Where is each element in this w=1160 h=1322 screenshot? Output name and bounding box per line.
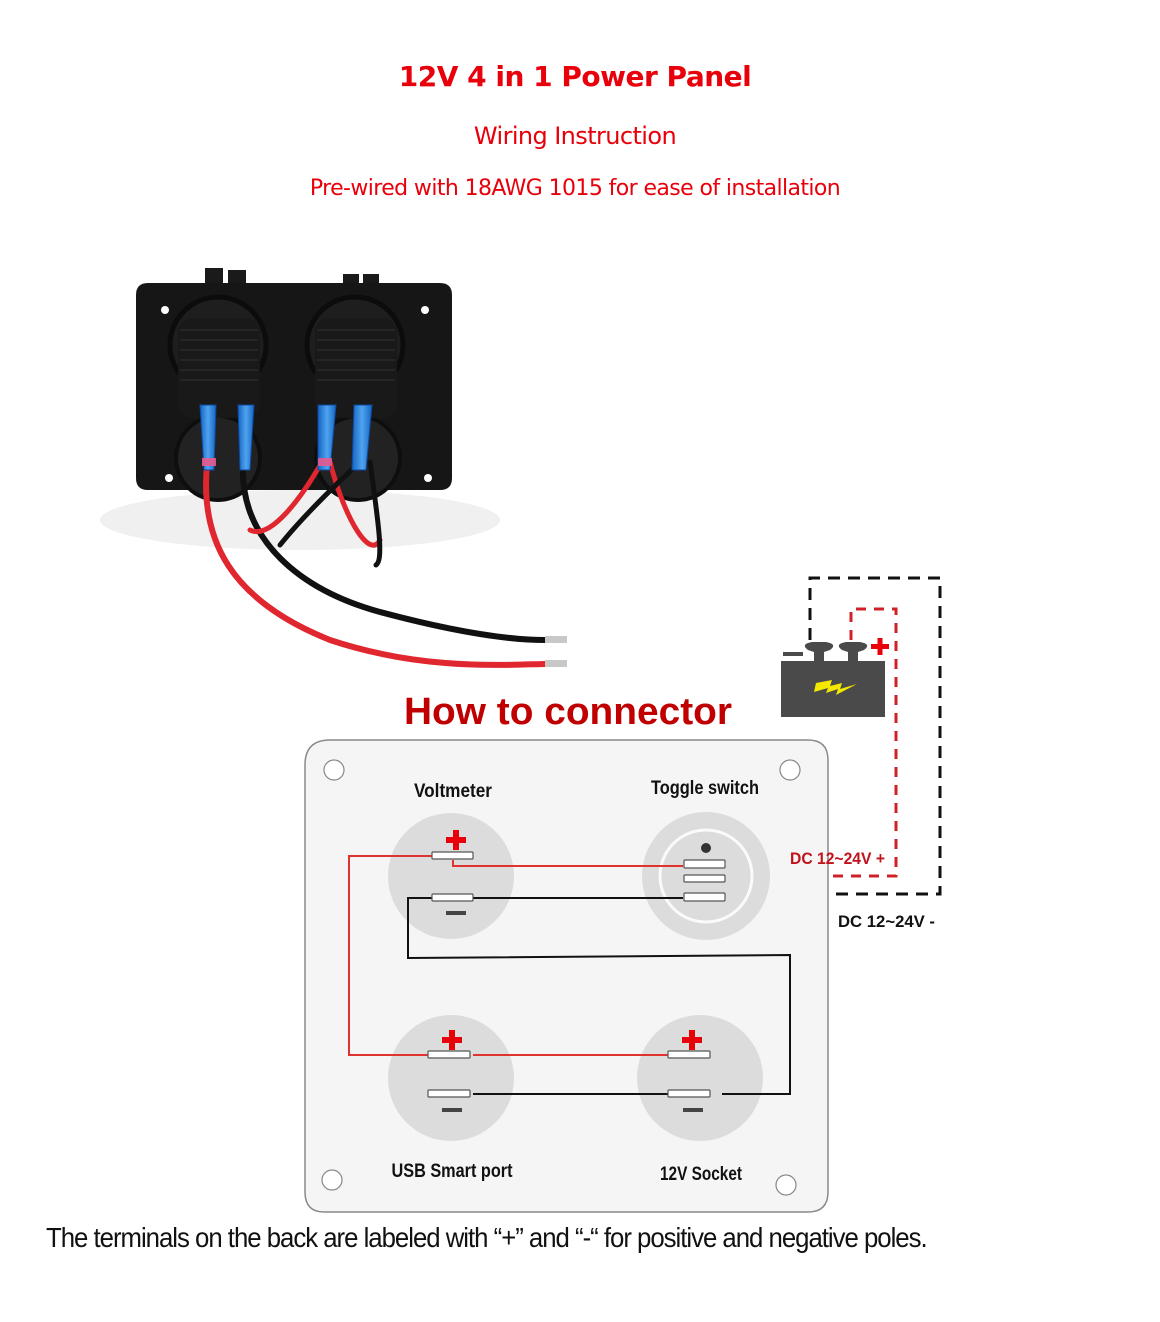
connection-panel: Voltmeter Toggle switch USB Smart port 1…: [304, 739, 829, 1213]
toggle-switch-label: Toggle switch: [651, 778, 759, 799]
12v-socket-socket: [637, 1015, 763, 1141]
positive-wire: [452, 860, 683, 867]
battery-positive-symbol: [871, 638, 889, 655]
supply-negative-label: DC 12~24V -: [838, 912, 935, 931]
diagram-heading: How to connector: [404, 691, 732, 733]
terminal: [683, 892, 726, 902]
lightning-bolt-icon: [814, 680, 857, 695]
supply-positive-label: DC 12~24V +: [790, 849, 885, 868]
battery-icon: [781, 638, 889, 717]
plus-symbol: [446, 830, 466, 850]
terminal: [683, 874, 726, 883]
minus-symbol: [683, 1108, 703, 1112]
supply-positive-wire: [733, 607, 898, 876]
supply-negative-wire: [738, 576, 942, 894]
positive-wire: [348, 855, 432, 1056]
terminal: [431, 851, 474, 860]
minus-symbol: [442, 1108, 462, 1112]
voltmeter-label: Voltmeter: [414, 781, 493, 802]
terminal: [427, 1089, 471, 1098]
mount-hole: [321, 1169, 343, 1191]
12v-socket-label: 12V Socket: [660, 1164, 743, 1185]
terminal: [683, 859, 726, 869]
voltmeter-socket: [388, 813, 514, 939]
product-photo: [100, 268, 567, 668]
usb-smart-port-label: USB Smart port: [392, 1161, 514, 1182]
plus-symbol: [442, 1030, 462, 1050]
mount-hole: [779, 759, 801, 781]
terminal: [667, 1089, 711, 1098]
terminal: [427, 1050, 471, 1059]
negative-wire: [407, 897, 791, 1095]
footer-note: The terminals on the back are labeled wi…: [46, 1222, 928, 1253]
minus-symbol: [446, 911, 466, 915]
mount-hole: [775, 1174, 797, 1196]
battery-negative-symbol: [783, 652, 803, 656]
usb-smart-port-socket: [388, 1015, 514, 1141]
terminal: [667, 1050, 711, 1059]
page-subtitle: Wiring Instruction: [473, 122, 677, 150]
wiring-note: Pre-wired with 18AWG 1015 for ease of in…: [309, 176, 841, 201]
mount-hole: [323, 759, 345, 781]
terminal: [431, 893, 474, 902]
page-title: 12V 4 in 1 Power Panel: [398, 60, 752, 93]
plus-symbol: [682, 1030, 702, 1050]
